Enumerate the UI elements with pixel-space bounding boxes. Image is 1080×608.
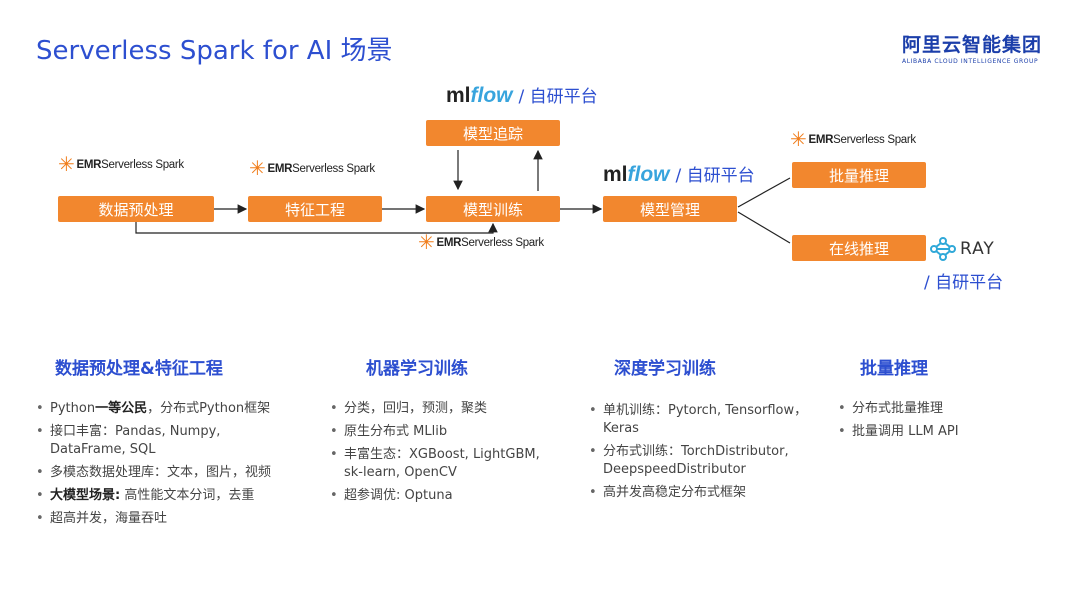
emr-rest: Serverless Spark — [101, 159, 184, 171]
emr-label-batch: ✳EMR Serverless Spark — [790, 129, 916, 151]
mlflow-ml: ml — [446, 84, 471, 107]
emr-star-icon: ✳ — [790, 129, 807, 151]
logo-cn: 阿里云智能集团 — [901, 34, 1042, 56]
emr-bold: EMR — [808, 134, 834, 146]
list-item: 分类，回归，预测，聚类 — [330, 400, 560, 418]
emr-label-prep: ✳EMR Serverless Spark — [58, 154, 184, 176]
emr-bold: EMR — [76, 159, 102, 171]
emr-rest: Serverless Spark — [292, 163, 375, 175]
box-model-tracking: 模型追踪 — [426, 120, 560, 146]
self-platform-text: / 自研平台 — [518, 87, 598, 107]
emr-rest: Serverless Spark — [461, 237, 544, 249]
mlflow-flow: flow — [470, 84, 513, 107]
arrow-mgmt-to-online — [737, 211, 791, 244]
mlflow-ml: ml — [603, 163, 628, 186]
ray-text: RAY — [960, 239, 995, 259]
box-model-training: 模型训练 — [426, 196, 560, 222]
col-heading-data-prep: 数据预处理&特征工程 — [55, 359, 223, 379]
list-item: 大模型场景: 高性能文本分词，去重 — [36, 487, 296, 505]
emr-rest: Serverless Spark — [833, 134, 916, 146]
box-model-mgmt: 模型管理 — [603, 196, 737, 222]
alibaba-cloud-logo: 阿里云智能集团 ALIBABA CLOUD INTELLIGENCE GROUP — [902, 30, 1042, 65]
col-batch-infer: 分布式批量推理 批量调用 LLM API — [838, 400, 1038, 446]
box-online-infer: 在线推理 — [792, 235, 926, 261]
list-item: 单机训练：Pytorch, Tensorflow， Keras — [589, 402, 814, 438]
arrow-mgmt-to-batch — [737, 177, 791, 208]
emr-star-icon: ✳ — [249, 158, 266, 180]
col-heading-batch-infer: 批量推理 — [860, 359, 928, 379]
list-item: 多模态数据处理库：文本，图片，视频 — [36, 464, 296, 482]
ray-label: RAY — [930, 237, 995, 261]
emr-bold: EMR — [436, 237, 462, 249]
list-item: 分布式批量推理 — [838, 400, 1038, 418]
self-platform-text: / 自研平台 — [675, 166, 755, 186]
box-batch-infer: 批量推理 — [792, 162, 926, 188]
list-item: 超参调优: Optuna — [330, 487, 560, 505]
col-heading-dl-training: 深度学习训练 — [614, 359, 716, 379]
box-data-prep: 数据预处理 — [58, 196, 214, 222]
list-item: 批量调用 LLM API — [838, 423, 1038, 441]
list-item: 分布式训练：TorchDistributor, DeepspeedDistrib… — [589, 443, 814, 479]
list-item: 接口丰富：Pandas, Numpy, DataFrame, SQL — [36, 423, 296, 459]
arrow-prep-bypass — [135, 222, 498, 234]
page-title: Serverless Spark for AI 场景 — [36, 36, 393, 66]
emr-star-icon: ✳ — [58, 154, 75, 176]
list-item: Python一等公民，分布式Python框架 — [36, 400, 296, 418]
ray-self-platform: / 自研平台 — [924, 273, 1004, 293]
col-dl-training: 单机训练：Pytorch, Tensorflow， Keras 分布式训练：To… — [589, 402, 814, 507]
ray-icon — [930, 237, 956, 261]
emr-label-training: ✳EMR Serverless Spark — [418, 232, 544, 254]
emr-bold: EMR — [267, 163, 293, 175]
list-item: 高并发高稳定分布式框架 — [589, 484, 814, 502]
col-ml-training: 分类，回归，预测，聚类 原生分布式 MLlib 丰富生态：XGBoost, Li… — [330, 400, 560, 510]
list-item: 原生分布式 MLlib — [330, 423, 560, 441]
logo-en: ALIBABA CLOUD INTELLIGENCE GROUP — [901, 58, 1039, 65]
emr-label-feature: ✳EMR Serverless Spark — [249, 158, 375, 180]
box-feature-eng: 特征工程 — [248, 196, 382, 222]
mlflow-flow: flow — [627, 163, 670, 186]
list-item: 超高并发，海量吞吐 — [36, 510, 296, 528]
emr-star-icon: ✳ — [418, 232, 435, 254]
list-item: 丰富生态：XGBoost, LightGBM, sk-learn, OpenCV — [330, 446, 560, 482]
col-data-prep: Python一等公民，分布式Python框架 接口丰富：Pandas, Nump… — [36, 400, 296, 533]
col-heading-ml-training: 机器学习训练 — [366, 359, 468, 379]
